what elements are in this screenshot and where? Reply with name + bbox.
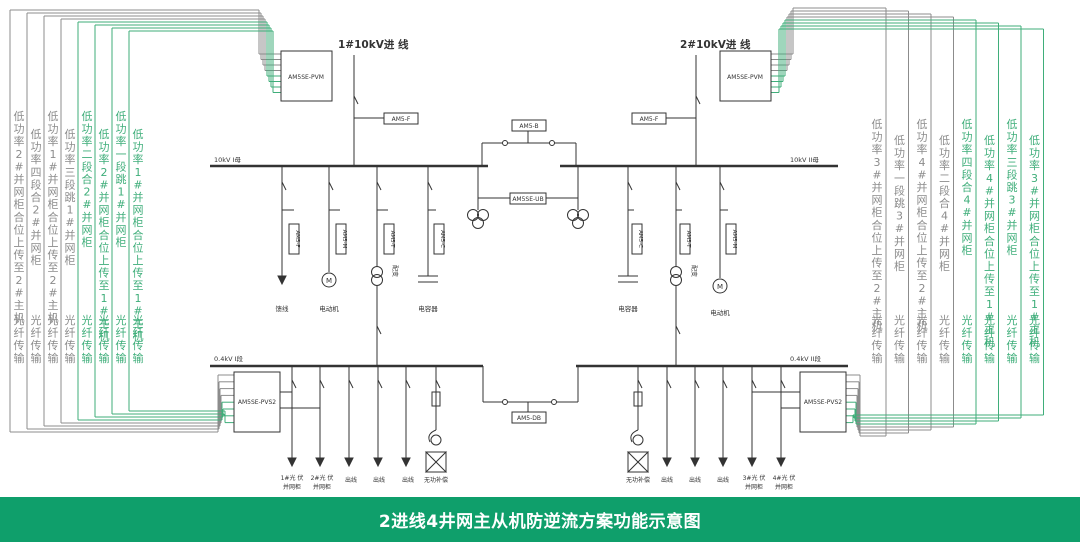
db-label: AM5-DB xyxy=(517,415,541,422)
bus-lv2-label: 0.4kV II段 xyxy=(790,354,821,363)
left-fiber-label: 光纤传输 xyxy=(31,313,42,365)
lv-pv1-label: 1#光 伏并网柜 xyxy=(281,474,304,491)
lv-comp-left-label: 无功补偿 xyxy=(424,476,448,484)
load-feeder-label: 馈线 xyxy=(276,304,290,313)
capacitor2-meter-label: AM5-C xyxy=(637,230,643,248)
feeder1-meter-label: AM5-F xyxy=(294,230,300,247)
lv-out4-label: 出线 xyxy=(661,476,673,484)
incoming-line2-label: 2#10kV进 线 xyxy=(680,38,751,51)
pvm1-label: AM5SE-PVM xyxy=(288,74,324,81)
load-capacitor-left-label: 电容器 xyxy=(418,304,438,313)
pvs1-box xyxy=(233,371,281,433)
motor1-meter-label: AM5-M xyxy=(341,230,347,249)
f2-box xyxy=(631,112,667,125)
left-fiber-label: 光纤传输 xyxy=(65,313,76,365)
footer-title: 2进线4井网主从机防逆流方案功能示意图 xyxy=(378,512,702,532)
left-fiber-label: 光纤传输 xyxy=(116,313,127,365)
left-fiber-label: 光纤传输 xyxy=(14,313,25,365)
power-circuit xyxy=(210,55,848,473)
f1-box xyxy=(383,112,419,125)
load-capacitor-right-label: 电容器 xyxy=(618,304,638,313)
ub-label: AM5SE-UB xyxy=(512,196,543,203)
capacitor1-meter-label: AM5-C xyxy=(439,230,445,248)
load-motor-left-label: 电动机 xyxy=(319,304,339,313)
lv-out5-label: 出线 xyxy=(689,476,701,484)
pvm2-label: AM5SE-PVM xyxy=(727,74,763,81)
single-line-diagram: AM5SE-PVM AM5SE-PVM AM5-F AM5-F AM5-B AM… xyxy=(9,7,1044,491)
db-box xyxy=(511,411,547,424)
left-fiber-label: 光纤传输 xyxy=(82,313,93,365)
lv-pv4-label: 4#光 伏并网柜 xyxy=(773,474,796,491)
lv-out3-label: 出线 xyxy=(402,476,414,484)
right-fiber-label: 光纤传输 xyxy=(1007,313,1018,365)
f2-label: AM5-F xyxy=(640,116,659,123)
lv-comp-right-label: 无功补偿 xyxy=(626,476,650,484)
right-fiber-label: 光纤传输 xyxy=(984,313,995,365)
right-fiber-label: 光纤传输 xyxy=(962,313,973,365)
ub-box xyxy=(509,192,547,205)
lv-pv3-label: 3#光 伏并网柜 xyxy=(743,474,766,491)
load-transformer-right-label: 配变 xyxy=(690,265,698,277)
motor2-meter-label: AM5-M xyxy=(731,230,737,249)
footer-banner: 2进线4井网主从机防逆流方案功能示意图 xyxy=(0,497,1080,542)
signal-wiring xyxy=(9,7,1044,437)
pvs2-label: AM5SE-PVS2 xyxy=(804,399,842,406)
left-fiber-label: 光纤传输 xyxy=(99,313,110,365)
svg-text:M: M xyxy=(717,283,723,291)
transformer1-meter-label: AM5-T xyxy=(389,231,395,248)
incoming-line1-label: 1#10kV进 线 xyxy=(338,38,409,51)
right-fiber-label: 光纤传输 xyxy=(894,313,905,365)
svg-text:M: M xyxy=(326,277,332,285)
lv-out6-label: 出线 xyxy=(717,476,729,484)
device-boxes: AM5SE-PVM AM5SE-PVM AM5-F AM5-F AM5-B AM… xyxy=(233,50,847,433)
bus-hv2-label: 10kV II母 xyxy=(790,156,819,164)
bus-hv1-label: 10kV I母 xyxy=(214,156,241,164)
lv-out2-label: 出线 xyxy=(373,476,385,484)
right-fiber-label: 光纤传输 xyxy=(872,313,883,365)
pvs2-box xyxy=(799,371,847,433)
b-label: AM5-B xyxy=(519,123,538,130)
pvm1-box xyxy=(280,50,333,102)
b-box xyxy=(511,119,547,132)
right-fiber-label: 光纤传输 xyxy=(939,313,950,365)
lv-out1-label: 出线 xyxy=(345,476,357,484)
load-transformer-left-label: 配变 xyxy=(391,265,399,277)
f1-label: AM5-F xyxy=(392,116,411,123)
bus-lv1-label: 0.4kV I段 xyxy=(214,354,244,363)
right-fiber-label: 光纤传输 xyxy=(917,313,928,365)
text-labels: 1#10kV进 线 2#10kV进 线 10kV I母 10kV II母 0.4… xyxy=(214,38,821,491)
left-fiber-label: 光纤传输 xyxy=(48,313,59,365)
pvm2-box xyxy=(719,50,772,102)
transformer2-meter-label: AM5-T xyxy=(685,231,691,248)
right-fiber-label: 光纤传输 xyxy=(1029,313,1040,365)
load-motor-right-label: 电动机 xyxy=(710,308,730,317)
left-fiber-label: 光纤传输 xyxy=(133,313,144,365)
lv-pv2-label: 2#光 伏并网柜 xyxy=(311,474,334,491)
pvs1-label: AM5SE-PVS2 xyxy=(238,399,276,406)
